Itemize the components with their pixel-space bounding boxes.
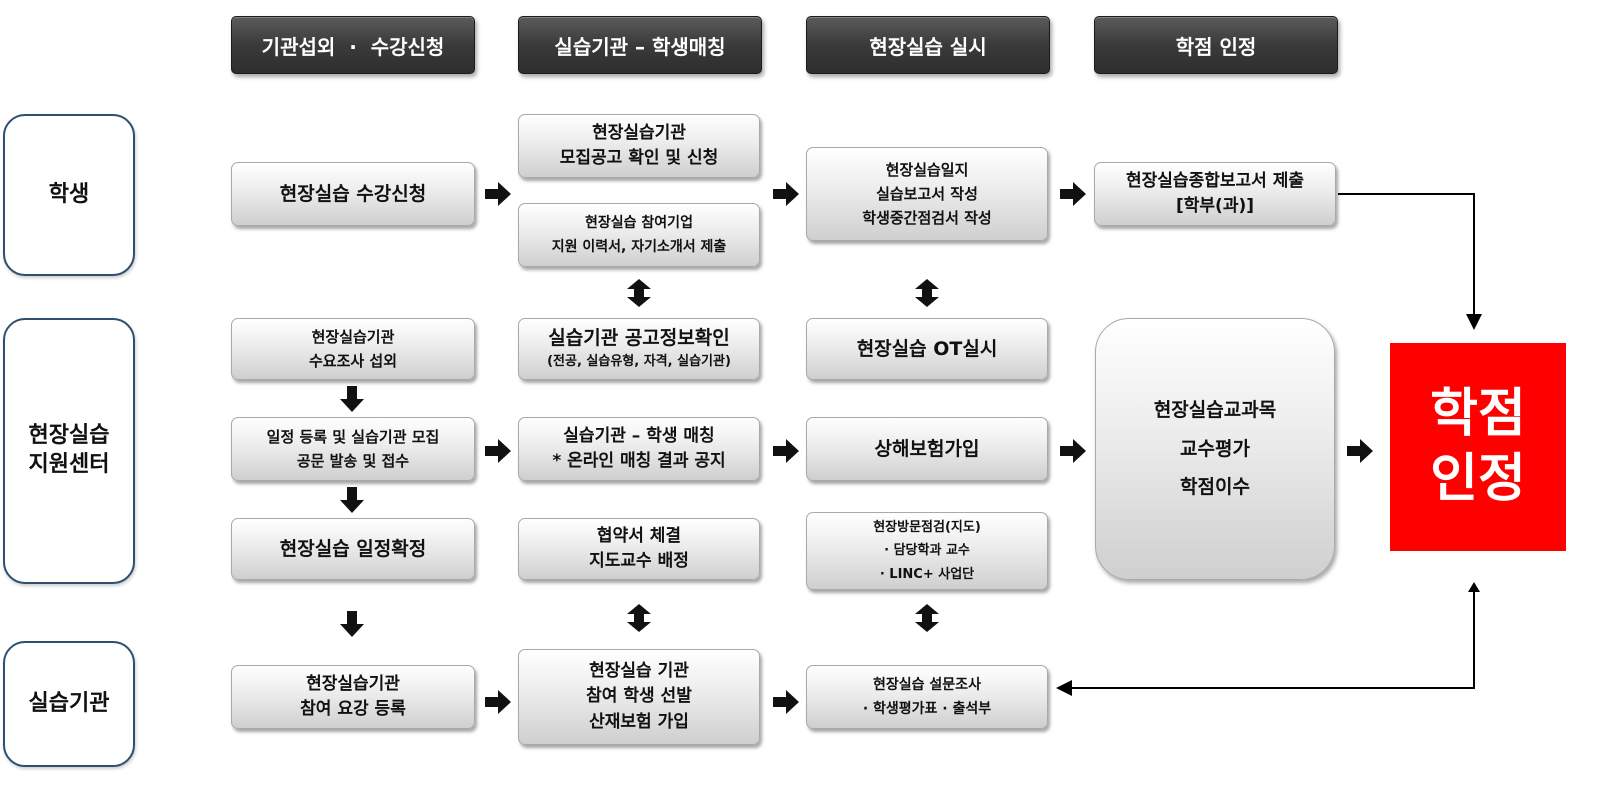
- phase-header-4: 학점 인정: [1094, 16, 1338, 74]
- student-notice-box: 현장실습기관 모집공고 확인 및 신청: [518, 114, 760, 178]
- report-to-credit-line: [1338, 193, 1482, 330]
- center-register-box: 일정 등록 및 실습기관 모집 공문 발송 및 접수: [231, 417, 475, 481]
- right-arrow-icon: [485, 690, 511, 714]
- right-arrow-icon: [773, 439, 799, 463]
- up-down-arrow-icon: [627, 604, 651, 632]
- center-confirm-box: 현장실습 일정확정: [231, 518, 475, 580]
- credit-recognition-box: 학점 인정: [1390, 343, 1566, 551]
- actor-support-center: 현장실습 지원센터: [3, 318, 135, 584]
- center-check-subtitle: (전공, 실습유형, 자격, 실습기관): [547, 354, 731, 370]
- center-check-box: 실습기관 공고정보확인 (전공, 실습유형, 자격, 실습기관): [518, 318, 760, 380]
- center-ot-box: 현장실습 OT실시: [806, 318, 1048, 380]
- actor-student: 학생: [3, 114, 135, 276]
- org-register-box: 현장실습기관 참여 요강 등록: [231, 665, 475, 729]
- right-arrow-icon: [773, 182, 799, 206]
- credit-up-arrowhead-icon: [1468, 582, 1480, 592]
- student-report-box: 현장실습종합보고서 제출 [학부(과)]: [1094, 162, 1336, 226]
- right-arrow-icon: [773, 690, 799, 714]
- phase-header-2: 실습기관 – 학생매칭: [518, 16, 762, 74]
- phase-header-3: 현장실습 실시: [806, 16, 1050, 74]
- up-down-arrow-icon: [915, 604, 939, 632]
- right-arrow-icon: [1060, 182, 1086, 206]
- student-submit-box: 현장실습 참여기업 지원 이력서, 자기소개서 제출: [518, 203, 760, 267]
- right-arrow-icon: [485, 182, 511, 206]
- org-select-box: 현장실습 기관 참여 학생 선발 산재보험 가입: [518, 649, 760, 745]
- center-check-title: 실습기관 공고정보확인: [548, 327, 730, 350]
- phase-header-1: 기관섭외 · 수강신청: [231, 16, 475, 74]
- up-down-arrow-icon: [915, 279, 939, 307]
- credit-to-survey-line: [1056, 584, 1475, 696]
- down-arrow-icon: [340, 386, 364, 412]
- org-survey-box: 현장실습 설문조사 · 학생평가표 · 출석부: [806, 665, 1048, 729]
- right-arrow-icon: [485, 439, 511, 463]
- center-visit-box: 현장방문점검(지도) · 담당학과 교수 · LINC+ 사업단: [806, 512, 1048, 590]
- down-arrow-icon: [340, 487, 364, 513]
- student-journal-box: 현장실습일지 실습보고서 작성 학생중간점검서 작성: [806, 147, 1048, 241]
- center-survey-box: 현장실습기관 수요조사 섭외: [231, 318, 475, 380]
- up-down-arrow-icon: [627, 279, 651, 307]
- center-insurance-box: 상해보험가입: [806, 417, 1048, 481]
- actor-institution: 실습기관: [3, 641, 135, 767]
- right-arrow-icon: [1060, 439, 1086, 463]
- student-apply-box: 현장실습 수강신청: [231, 162, 475, 226]
- center-eval-box: 현장실습교과목 교수평가 학점이수: [1095, 318, 1335, 580]
- center-match-box: 실습기관 – 학생 매칭 * 온라인 매칭 결과 공지: [518, 417, 760, 481]
- down-arrow-icon: [340, 611, 364, 637]
- center-contract-box: 협약서 체결 지도교수 배정: [518, 518, 760, 580]
- right-arrow-icon: [1347, 439, 1373, 463]
